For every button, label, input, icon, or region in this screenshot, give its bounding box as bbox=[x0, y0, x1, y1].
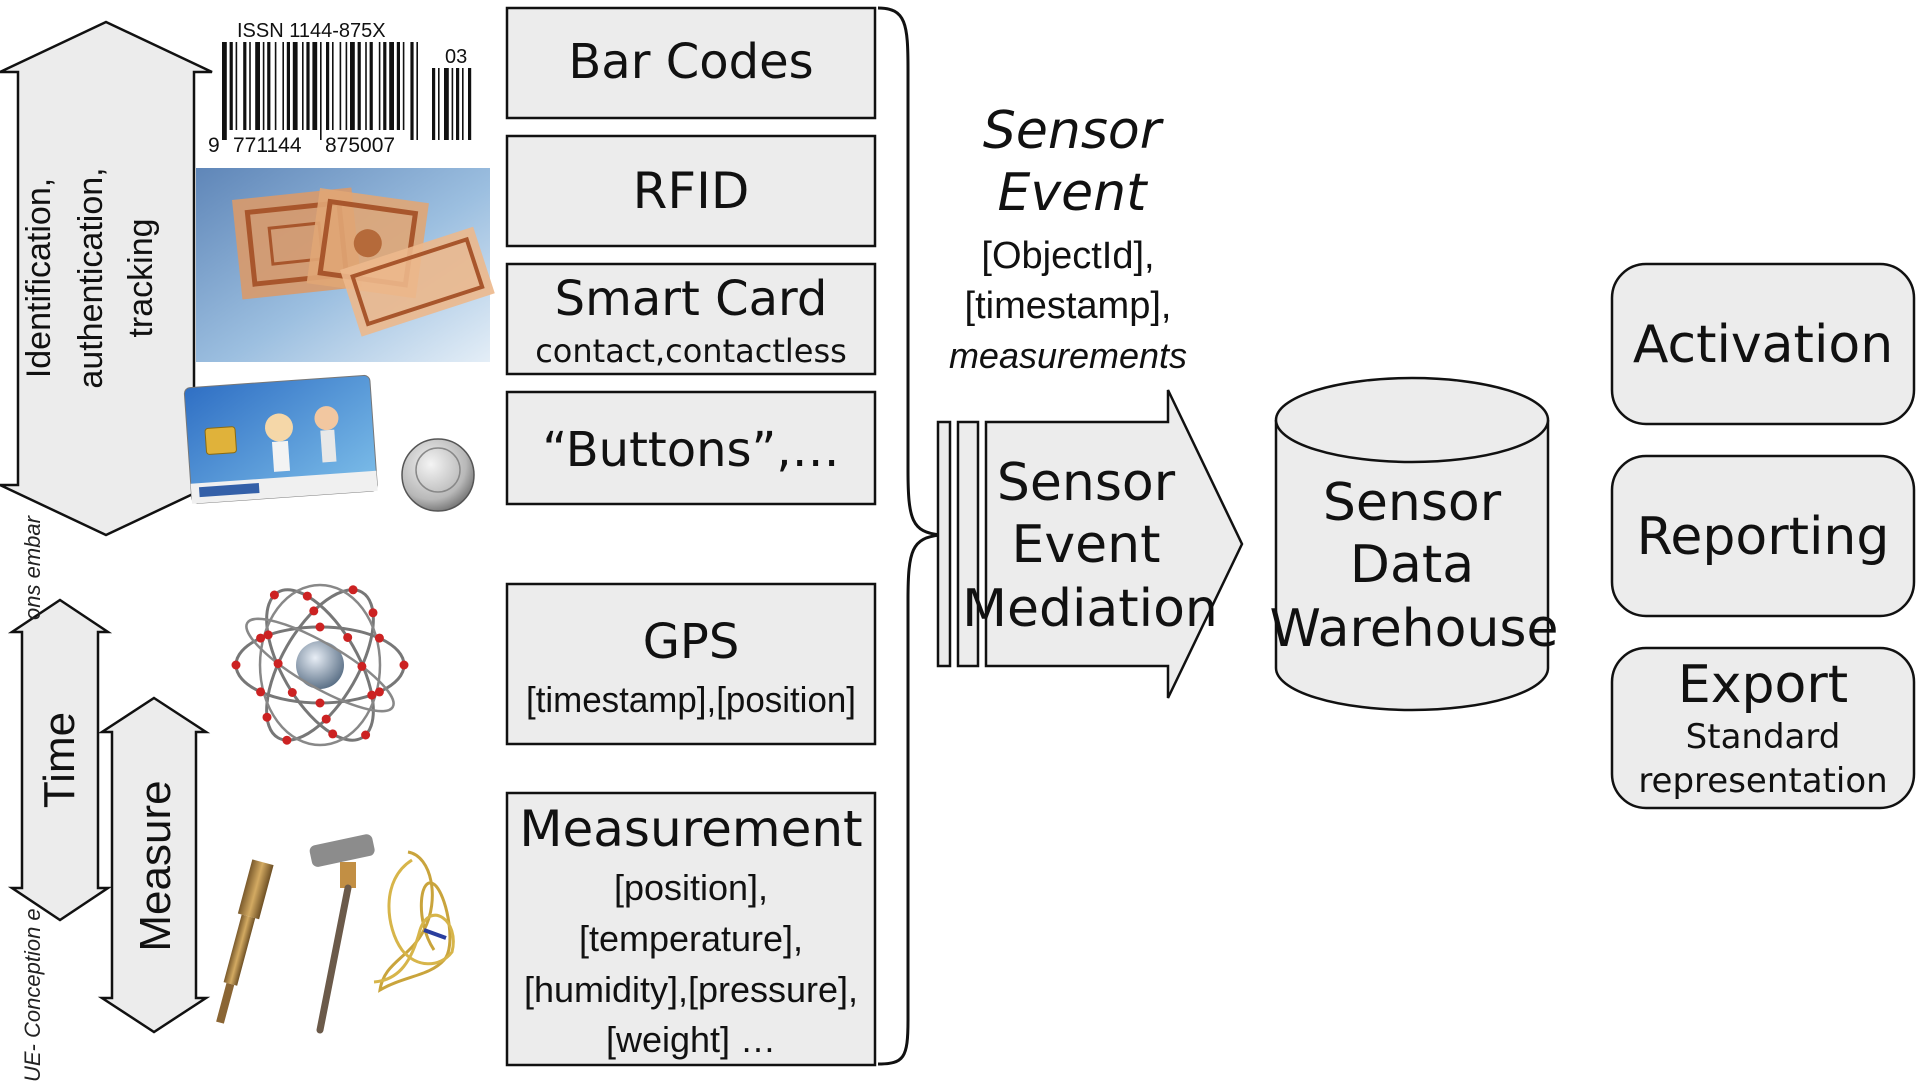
smart-card-subtitle: contact,contactless bbox=[535, 332, 847, 370]
identification-label: Identification, bbox=[20, 178, 58, 378]
export-title: Export bbox=[1678, 655, 1848, 715]
measure-arrow: Measure bbox=[97, 696, 211, 1034]
barcode-right-digits: 875007 bbox=[325, 134, 395, 157]
identification-arrow: Identification, authentication, tracking bbox=[0, 20, 213, 537]
output-box-reporting: Reporting bbox=[1610, 454, 1916, 618]
rfid-tag-photo bbox=[196, 168, 495, 362]
barcode-supplement: 03 bbox=[445, 46, 467, 68]
reporting-title: Reporting bbox=[1637, 507, 1890, 567]
mediation-line: Event bbox=[1012, 515, 1161, 575]
sensor-event-title: Event bbox=[998, 163, 1149, 223]
barcode-issn: ISSN 1144-875X bbox=[237, 20, 386, 42]
smart-card-photo bbox=[183, 374, 475, 512]
sensor-event-field: [ObjectId], bbox=[981, 235, 1154, 277]
rfid-title: RFID bbox=[633, 162, 750, 220]
thermocouple-wire bbox=[373, 850, 455, 993]
side-caption-upper: ons embar bbox=[20, 514, 45, 620]
output-box-activation: Activation bbox=[1610, 262, 1916, 426]
source-box-buttons: “Buttons”,… bbox=[505, 390, 877, 506]
time-label: Time bbox=[35, 712, 84, 808]
barcode-image: ISSN 1144-875X 03 9 771144 875007 bbox=[208, 20, 472, 157]
time-arrow: Time bbox=[7, 598, 113, 922]
mediation-line: Sensor bbox=[997, 453, 1176, 513]
sensor-event-field: [timestamp], bbox=[965, 285, 1172, 327]
source-box-smart-card: Smart Card contact,contactless bbox=[505, 262, 877, 376]
sensor-event-mediation-arrow: Sensor Event Mediation bbox=[936, 389, 1244, 699]
gps-title: GPS bbox=[643, 614, 740, 670]
barcode-first-digit: 9 bbox=[208, 134, 220, 157]
bar-codes-title: Bar Codes bbox=[568, 34, 813, 90]
buttons-title: “Buttons”,… bbox=[542, 422, 839, 478]
sensor-event-label: Sensor Event [ObjectId], [timestamp], me… bbox=[949, 101, 1187, 376]
export-subtitle: representation bbox=[1638, 761, 1887, 801]
sensor-event-title: Sensor bbox=[983, 101, 1165, 161]
gps-satellite-sphere bbox=[231, 583, 409, 747]
measurement-title: Measurement bbox=[519, 800, 862, 858]
barcode-left-digits: 771144 bbox=[233, 134, 302, 157]
temperature-probes-photo bbox=[216, 834, 455, 1034]
side-caption-lower: UE- Conception e bbox=[20, 908, 45, 1082]
warehouse-line: Sensor bbox=[1323, 473, 1502, 533]
tracking-label: tracking bbox=[122, 218, 160, 337]
measurement-line: [humidity],[pressure], bbox=[524, 969, 858, 1010]
measure-label: Measure bbox=[131, 780, 180, 951]
source-box-rfid: RFID bbox=[505, 134, 877, 248]
grouping-brace bbox=[877, 6, 941, 1066]
smart-card-title: Smart Card bbox=[555, 271, 828, 327]
warehouse-line: Data bbox=[1350, 535, 1474, 595]
output-box-export: Export Standard representation bbox=[1610, 646, 1916, 810]
sensor-event-measurements: measurements bbox=[949, 335, 1187, 376]
warehouse-line: Warehouse bbox=[1270, 599, 1559, 659]
barcode-supplement-bars bbox=[432, 68, 472, 140]
measurement-line: [position], bbox=[614, 867, 768, 908]
mediation-line: Mediation bbox=[962, 579, 1218, 639]
gps-subtitle: [timestamp],[position] bbox=[526, 679, 856, 720]
source-box-bar-codes: Bar Codes bbox=[505, 6, 877, 120]
source-box-gps: GPS [timestamp],[position] bbox=[505, 582, 877, 746]
source-box-measurement: Measurement [position], [temperature], [… bbox=[505, 791, 877, 1067]
ibutton-coin bbox=[401, 438, 475, 512]
sensor-data-warehouse: Sensor Data Warehouse bbox=[1270, 376, 1559, 712]
authentication-label: authentication, bbox=[72, 167, 110, 388]
barcode-bars bbox=[222, 42, 418, 140]
measurement-line: [weight] … bbox=[606, 1019, 776, 1060]
measurement-line: [temperature], bbox=[579, 918, 803, 959]
activation-title: Activation bbox=[1633, 315, 1893, 375]
export-subtitle: Standard bbox=[1686, 717, 1841, 757]
